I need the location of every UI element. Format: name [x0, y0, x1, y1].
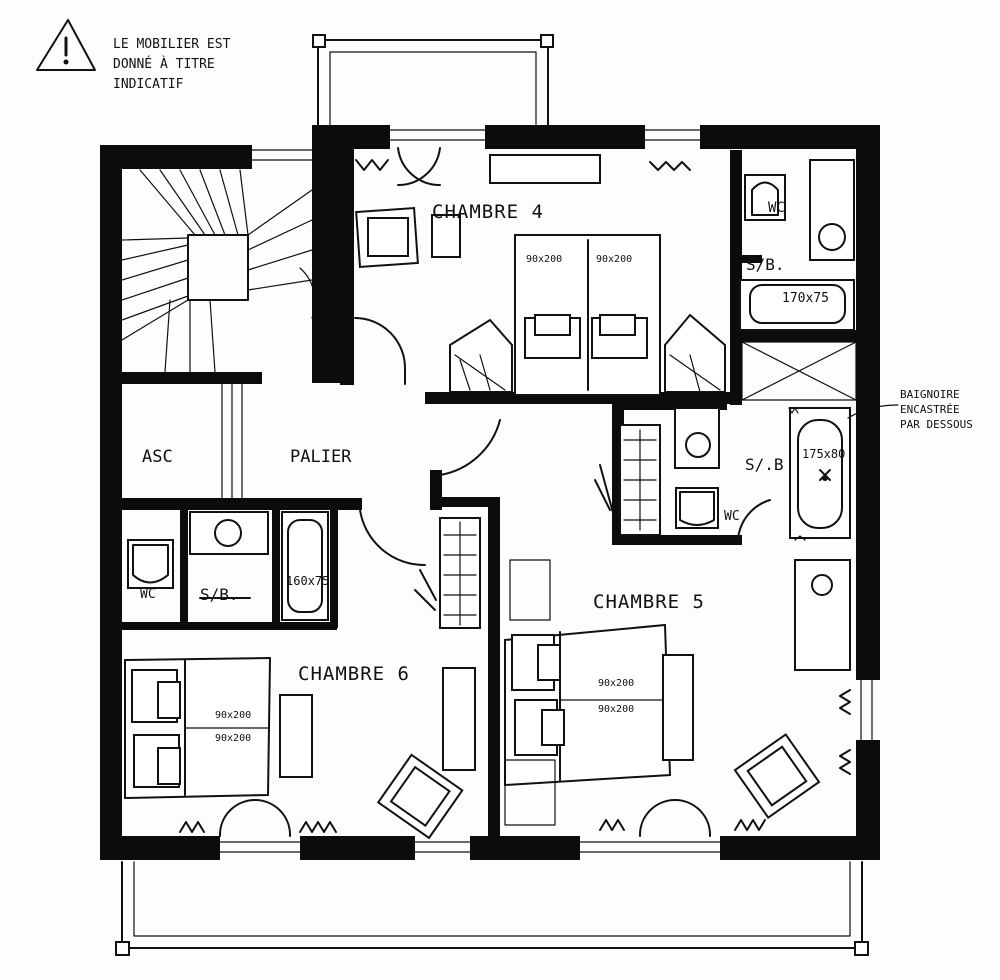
note-line-2: DONNÉ À TITRE: [113, 56, 215, 72]
bed-c4-right-size: 90x200: [596, 254, 632, 265]
outer-walls: [100, 125, 880, 860]
sdb-c6-label: S/B.: [200, 585, 239, 604]
room-label-chambre-5: CHAMBRE 5: [593, 591, 705, 613]
balcony-bottom: [115, 861, 869, 956]
sdb-c5-label: S/.B: [745, 455, 784, 474]
bath-c4-size: 170x75: [782, 291, 829, 306]
room-label-chambre-4: CHAMBRE 4: [432, 201, 544, 223]
sdb-chambre-4: [739, 159, 857, 401]
bath-note-leader: [847, 404, 899, 419]
bath-c5-size: 175x80: [802, 447, 845, 461]
bed-c5-bottom-size: 90x200: [598, 704, 634, 715]
chambre-4-furniture: [354, 147, 726, 396]
bed-c5-top-size: 90x200: [598, 678, 634, 689]
wc-c4-label: WC: [768, 200, 785, 216]
wc-c6-label: WC: [140, 587, 156, 602]
interior-walls: [122, 145, 856, 840]
room-label-palier: PALIER: [290, 447, 352, 467]
staircase: [121, 169, 313, 373]
chambre-5-furniture: [439, 407, 851, 837]
note-line-3: INDICATIF: [113, 77, 184, 92]
note-line-1: LE MOBILIER EST: [113, 37, 231, 52]
bath-note-line-2: ENCASTRÉE: [900, 403, 960, 416]
balcony-top: [312, 34, 554, 129]
bath-c6-size: 160x75: [286, 574, 329, 588]
chambre-6-furniture: [124, 509, 481, 840]
bath-note-line-1: BAIGNOIRE: [900, 388, 960, 401]
sdb-c4-label: S/B.: [746, 255, 785, 274]
wc-c5-label: WC: [724, 509, 740, 524]
windows: [219, 129, 873, 853]
room-label-asc: ASC: [142, 447, 173, 467]
room-label-chambre-6: CHAMBRE 6: [298, 663, 410, 685]
elevator-shaft: [221, 267, 316, 499]
bed-c4-left-size: 90x200: [526, 254, 562, 265]
warning-icon: [36, 19, 96, 71]
bed-c6-bottom-size: 90x200: [215, 733, 251, 744]
bath-note-line-3: PAR DESSOUS: [900, 418, 973, 431]
bed-c6-top-size: 90x200: [215, 710, 251, 721]
